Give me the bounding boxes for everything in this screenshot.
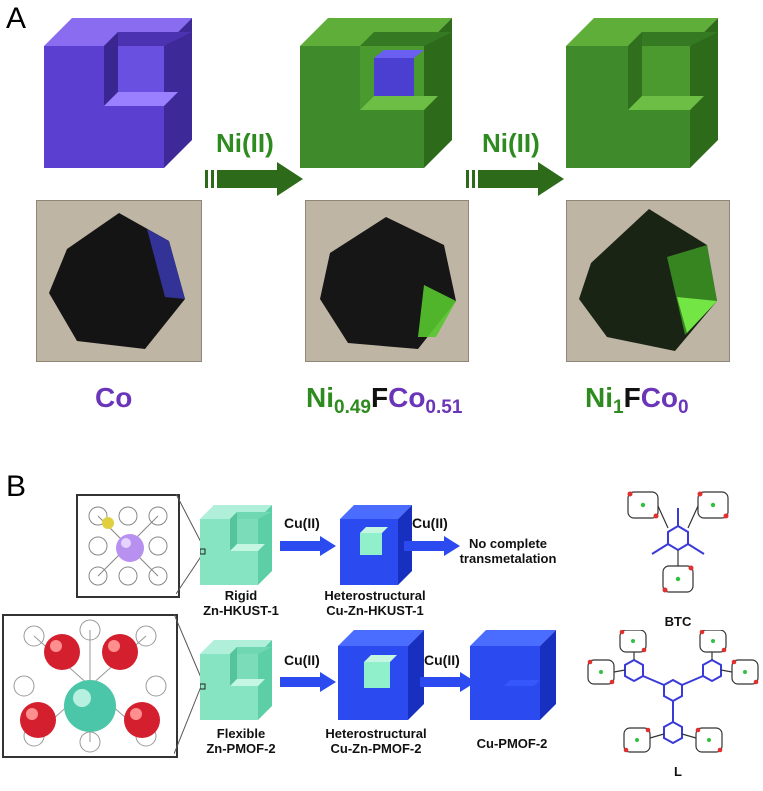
label-ni-right: Ni	[585, 382, 613, 413]
cube-zn-hkust	[200, 505, 272, 585]
cube-ni049	[300, 18, 452, 168]
arrow-right-icon-b2	[404, 536, 460, 556]
label-ni049-fco051: Ni0.49FCo0.51	[306, 382, 462, 419]
label-cu-zn-pmof: Cu-Zn-PMOF-2	[330, 741, 422, 756]
arrow-label-ni-2: Ni(II)	[482, 128, 540, 158]
crystal-photo-ni1	[566, 200, 730, 362]
arrow-right-icon-1	[205, 162, 303, 196]
label-ni-right-sub: 1	[613, 397, 624, 418]
arrow-label-ni-1: Ni(II)	[216, 128, 274, 158]
btc-molecule-icon	[627, 491, 729, 593]
label-co-mid: Co	[388, 382, 426, 413]
label-l: L	[674, 764, 682, 779]
arrow-label-cu-r1-1: Cu(II)	[284, 515, 320, 531]
label-f: F	[370, 382, 389, 413]
zoom-lines-2	[174, 614, 203, 754]
hkust-lattice-image	[76, 494, 180, 598]
arrow-label-cu-r2-1: Cu(II)	[284, 652, 320, 668]
label-heterostructural-1: Heterostructural	[324, 588, 426, 603]
cube-zn-pmof	[200, 640, 272, 720]
arrow-right-icon-b4	[420, 672, 476, 692]
crystal-photo-ni049	[305, 200, 469, 362]
label-rigid: Rigid	[224, 588, 258, 603]
l-molecule-icon	[587, 630, 759, 753]
label-ni-sub: 0.49	[334, 397, 371, 418]
panel-letter-a: A	[6, 2, 27, 35]
cube-cu-zn-hkust	[340, 505, 412, 585]
label-cu-pmof: Cu-PMOF-2	[476, 736, 548, 751]
label-f-right: F	[623, 382, 641, 413]
cube-ni1	[566, 18, 718, 168]
label-zn-pmof: Zn-PMOF-2	[206, 741, 276, 756]
label-heterostructural-2: Heterostructural	[325, 726, 427, 741]
zoom-lines-1	[176, 494, 205, 594]
arrow-right-icon-b3	[280, 672, 336, 692]
label-ni1-fco0: Ni1FCo0	[585, 382, 689, 419]
label-btc: BTC	[664, 614, 692, 629]
pmof-lattice-image	[2, 614, 178, 758]
label-co-right-sub: 0	[678, 397, 689, 418]
label-co-right: Co	[640, 382, 679, 413]
label-transmetalation: transmetalation	[459, 551, 557, 566]
crystal-photo-co	[36, 200, 202, 362]
label-zn-hkust: Zn-HKUST-1	[203, 603, 279, 618]
cube-co	[44, 18, 192, 168]
label-ni: Ni	[306, 382, 334, 413]
cube-cu-pmof	[470, 630, 556, 720]
arrow-right-icon-b1	[280, 536, 336, 556]
label-co: Co	[95, 382, 133, 413]
label-cu-zn-hkust: Cu-Zn-HKUST-1	[326, 603, 424, 618]
arrow-right-icon-2	[466, 162, 564, 196]
cube-cu-zn-pmof	[338, 630, 424, 720]
arrow-label-cu-r2-2: Cu(II)	[424, 652, 460, 668]
label-flexible: Flexible	[216, 726, 266, 741]
arrow-label-cu-r1-2: Cu(II)	[412, 515, 448, 531]
panel-letter-b: B	[6, 470, 27, 503]
label-no-complete-1: No complete	[468, 536, 547, 551]
label-co-sub: 0.51	[425, 397, 463, 418]
